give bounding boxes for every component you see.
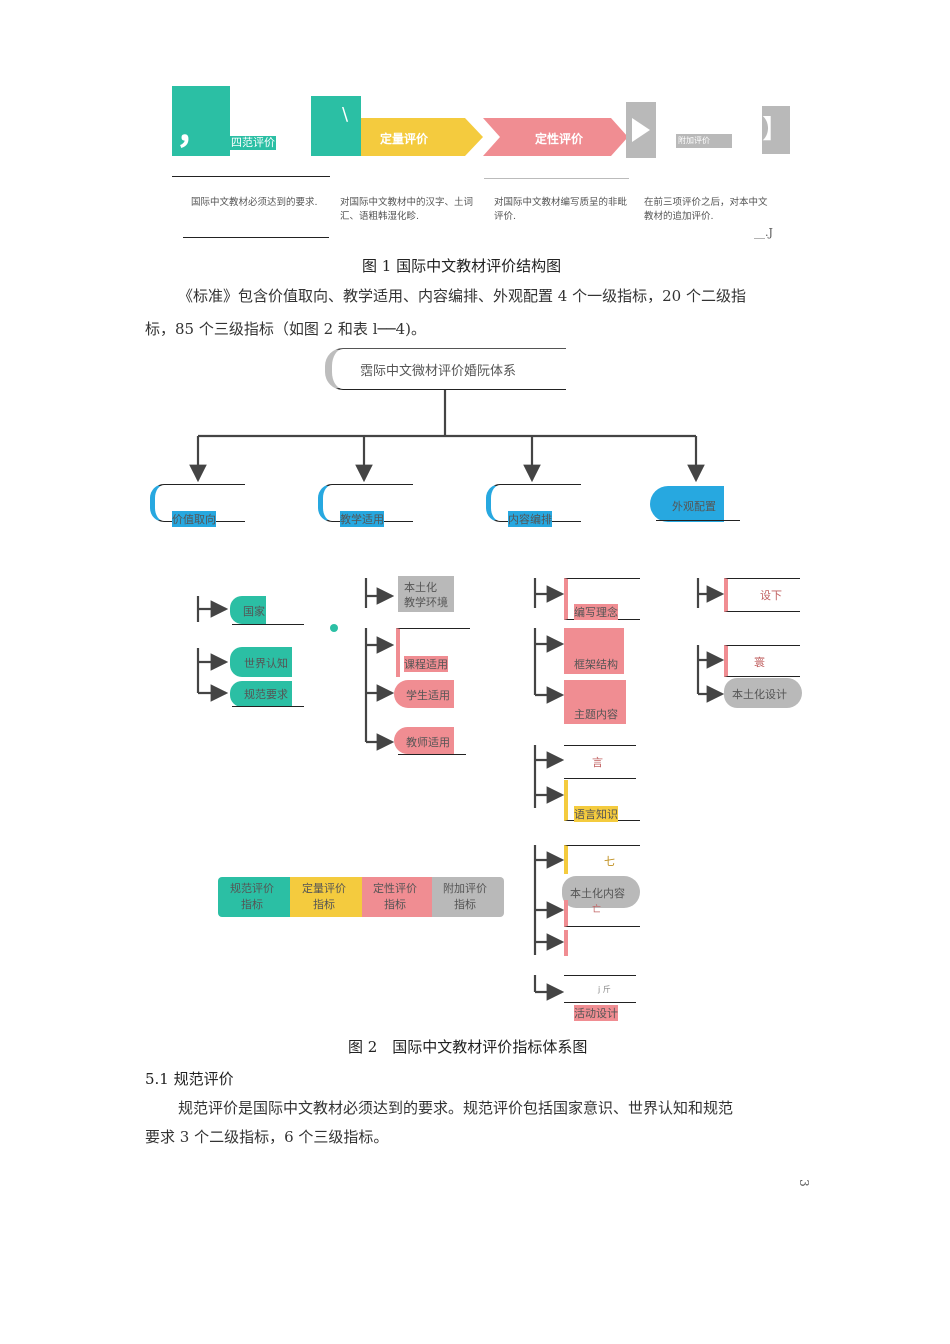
node-blank-a (564, 900, 640, 927)
add-stage-bar (676, 134, 732, 148)
node-design-label: 设下 (760, 589, 782, 602)
level1-label-content: 内容编排 (508, 511, 552, 527)
qual-stage-label: 定性评价 (535, 132, 584, 146)
node-rule (398, 754, 466, 755)
node-norm (230, 681, 292, 707)
legend-qual-label: 定性评价 指标 (373, 882, 417, 911)
node-design (724, 578, 800, 612)
level1-label-appearance: 外观配置 (672, 500, 716, 513)
node-small-mark: 亡 (592, 905, 602, 915)
legend-qual (362, 877, 432, 917)
node-local-design-label: 本土化设计 (732, 688, 787, 701)
node-activity (564, 975, 636, 1003)
section-heading: 5.1 规范评价 (145, 1070, 234, 1088)
legend-norm-label: 规范评价 指标 (230, 882, 274, 911)
node-language (564, 745, 636, 779)
paragraph-norm-line1: 规范评价是国际中文教材必须达到的要求。规范评价包括国家意识、世界认知和规范 (178, 1099, 734, 1117)
node-local-design (724, 678, 802, 708)
node-seven-label: 七 (604, 855, 615, 868)
node-norm-label: 规范要求 (244, 688, 288, 701)
node-local-env (398, 576, 454, 612)
paragraph-indicators-line1: 《标准》包含价值取向、教学适用、内容编排、外观配置 4 个一级指标，20 个二级… (178, 287, 746, 305)
tick-glyph: \ (342, 104, 349, 125)
page-number: 3 (796, 1179, 811, 1187)
node-nation-label: 国家 (243, 605, 265, 618)
bracket-block (762, 106, 790, 154)
fig1-rule (484, 178, 629, 179)
node-framework-label: 框架结构 (574, 658, 618, 671)
play-arrow-icon (632, 118, 650, 142)
node-student-label: 学生适用 (406, 689, 450, 702)
node-teacher-label: 教师适用 (406, 736, 450, 749)
dot-marker (330, 624, 338, 632)
legend (218, 877, 504, 917)
quant-stage-arrow (361, 118, 483, 156)
corner-mark: __.J (754, 226, 773, 239)
quant-stage-desc: 对国际中文教材中的汉字、土词汇、语粗韩湿化畛. (340, 197, 474, 222)
node-theme (564, 680, 626, 724)
node-visual (724, 645, 800, 677)
node-local-env-label: 本土化 教学环境 (404, 581, 448, 609)
node-activity-mark: j 斤 (598, 985, 611, 994)
node-local-content-label: 本土化内容 (570, 887, 625, 900)
level1-label-value: 价值取向 (172, 511, 216, 527)
node-theme-label: 主题内容 (574, 708, 618, 721)
add-stage-desc: 在前三项评价之后，对本中文教材的追加评价. (644, 197, 768, 222)
node-blank-b (564, 930, 640, 956)
node-visual-label: 寰 (754, 656, 765, 669)
paragraph-norm-line2: 要求 3 个二级指标，6 个三级指标。 (145, 1128, 389, 1146)
legend-quant-label: 定量评价 指标 (302, 882, 346, 911)
quant-stage-label: 定量评价 (380, 132, 429, 146)
node-world (230, 647, 292, 677)
qual-stage-desc: 对国际中文教材编写质呈的非毗评价. (494, 197, 628, 222)
root-node (325, 348, 566, 390)
fig1-rule (172, 176, 330, 177)
root-node-label: 霑际中文微材评价婚阮体系 (360, 364, 517, 379)
node-teacher (394, 727, 454, 754)
node-rule (232, 624, 304, 625)
norm-stage-label: 四范评价 (230, 136, 276, 150)
node-framework (564, 628, 624, 674)
level1-label-teaching: 教学适用 (340, 511, 384, 527)
level1-node-appearance (650, 486, 724, 522)
level1-rule (656, 520, 740, 521)
node-rule (232, 706, 304, 707)
qual-stage-arrow (483, 118, 628, 156)
tree-connectors (189, 390, 725, 1001)
comma-glyph: ， (176, 111, 213, 152)
legend-norm (218, 877, 290, 917)
figure-2-caption: 图 2 国际中文教材评价指标体系图 (348, 1038, 588, 1056)
bracket-glyph: 】 (762, 115, 789, 145)
node-course (396, 628, 470, 677)
node-course-label: 课程适用 (404, 656, 448, 672)
node-compile-idea-label: 编写理念 (574, 604, 618, 620)
legend-quant (290, 877, 362, 917)
node-local-content (562, 876, 640, 908)
quant-stage-teal-block (311, 96, 361, 156)
node-nation (230, 596, 266, 624)
figure-1-caption: 图 1 国际中文教材评价结构图 (362, 257, 562, 275)
fig1-rule (183, 237, 329, 238)
legend-add-label: 附加评价 指标 (443, 882, 487, 911)
add-stage-label: 附加评价 (678, 136, 710, 145)
node-world-label: 世界认知 (244, 657, 288, 670)
norm-stage-block (172, 86, 230, 156)
node-seven (564, 845, 640, 874)
legend-add (432, 877, 504, 917)
node-activity-label: 活动设计 (574, 1005, 618, 1021)
paragraph-indicators-line2: 标，85 个三级指标（如图 2 和表 l──4)。 (145, 320, 426, 338)
node-lang-knowledge-label: 语言知识 (574, 806, 618, 822)
norm-stage-desc: 国际中文教材必须达到的要求. (191, 197, 318, 208)
node-language-label: 言 (592, 756, 603, 769)
node-student (394, 680, 454, 708)
